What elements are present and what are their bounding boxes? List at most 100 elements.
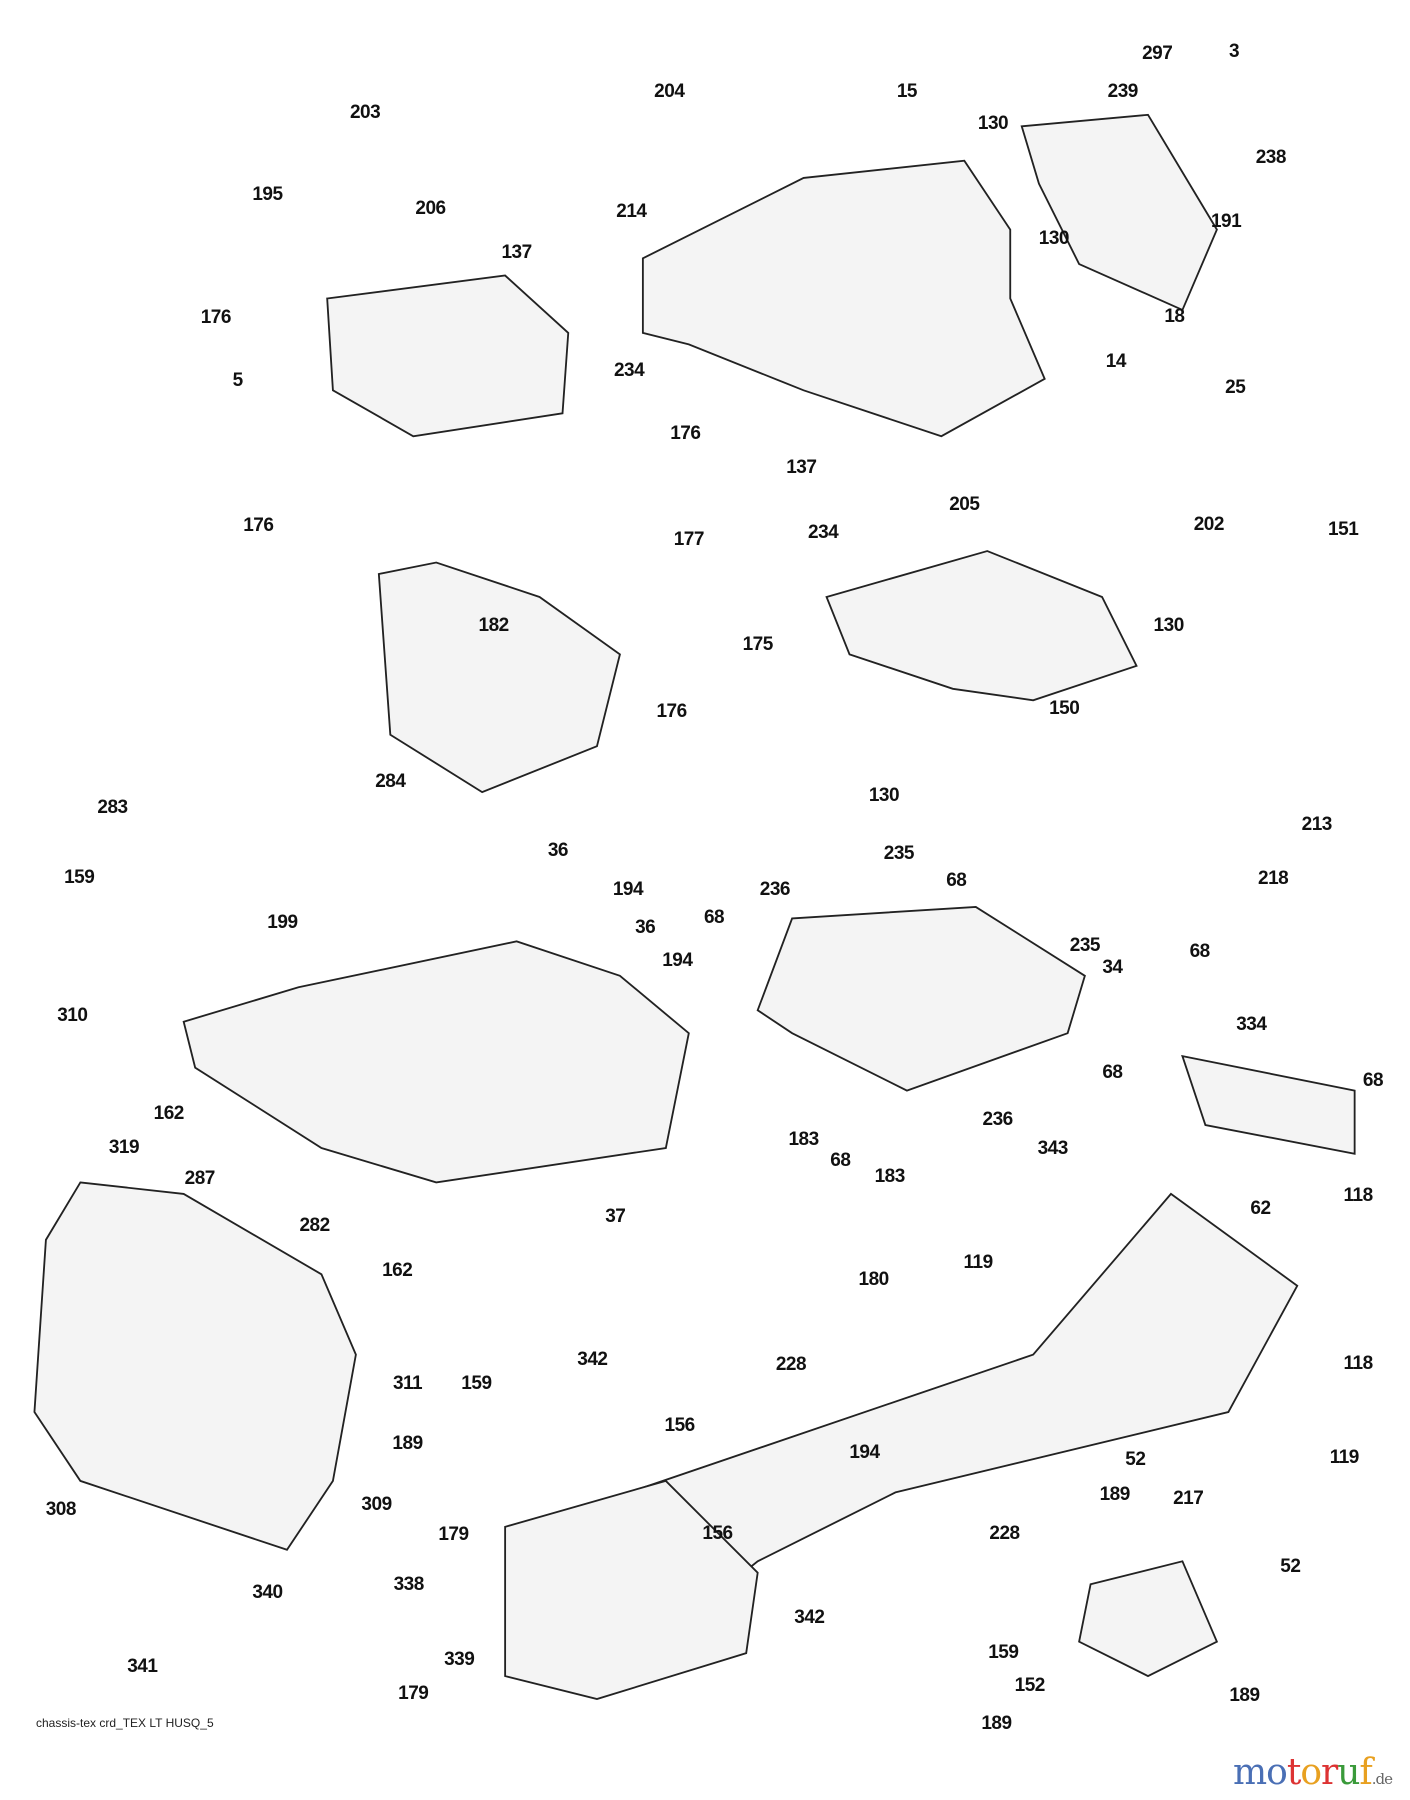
part-callout-175[interactable]: 175 [742, 634, 774, 656]
part-callout-342[interactable]: 342 [577, 1349, 608, 1371]
part-callout-228[interactable]: 228 [775, 1353, 807, 1375]
part-callout-68[interactable]: 68 [1189, 940, 1211, 962]
part-callout-150[interactable]: 150 [1049, 698, 1080, 720]
part-callout-343[interactable]: 343 [1037, 1138, 1069, 1160]
logo-letter: o [1300, 1752, 1322, 1793]
part-callout-189[interactable]: 189 [1099, 1483, 1131, 1505]
part-callout-179[interactable]: 179 [398, 1683, 429, 1705]
part-callout-217[interactable]: 217 [1173, 1488, 1204, 1510]
part-callout-239[interactable]: 239 [1107, 80, 1139, 102]
motoruf-logo[interactable]: motoruf.de [1233, 1752, 1393, 1793]
part-callout-68[interactable]: 68 [830, 1149, 851, 1171]
part-callout-152[interactable]: 152 [1014, 1675, 1046, 1697]
part-callout-162[interactable]: 162 [382, 1259, 413, 1281]
part-callout-15[interactable]: 15 [896, 80, 918, 102]
part-callout-284[interactable]: 284 [375, 770, 406, 792]
part-callout-310[interactable]: 310 [57, 1004, 88, 1026]
part-callout-189[interactable]: 189 [1229, 1684, 1260, 1706]
part-callout-176[interactable]: 176 [243, 514, 274, 536]
part-callout-194[interactable]: 194 [612, 878, 644, 900]
part-callout-228[interactable]: 228 [989, 1522, 1020, 1544]
part-callout-118[interactable]: 118 [1343, 1352, 1374, 1374]
part-callout-342[interactable]: 342 [794, 1606, 825, 1628]
part-callout-191[interactable]: 191 [1210, 210, 1242, 232]
part-callout-308[interactable]: 308 [45, 1498, 77, 1520]
part-callout-282[interactable]: 282 [299, 1215, 330, 1237]
part-callout-205[interactable]: 205 [949, 494, 980, 516]
part-callout-176[interactable]: 176 [656, 700, 687, 722]
part-callout-5[interactable]: 5 [232, 370, 244, 392]
part-callout-68[interactable]: 68 [1362, 1070, 1384, 1092]
part-callout-203[interactable]: 203 [349, 101, 381, 123]
part-callout-68[interactable]: 68 [946, 869, 967, 891]
part-callout-130[interactable]: 130 [868, 784, 900, 806]
part-callout-62[interactable]: 62 [1250, 1197, 1271, 1219]
part-callout-3[interactable]: 3 [1229, 40, 1240, 62]
part-callout-339[interactable]: 339 [444, 1649, 475, 1670]
part-callout-283[interactable]: 283 [97, 797, 128, 819]
part-callout-297[interactable]: 297 [1142, 42, 1173, 64]
part-callout-176[interactable]: 176 [200, 306, 232, 328]
part-callout-130[interactable]: 130 [977, 112, 1009, 134]
part-callout-137[interactable]: 137 [501, 241, 532, 263]
part-callout-234[interactable]: 234 [808, 521, 839, 543]
part-callout-119[interactable]: 119 [1329, 1446, 1360, 1468]
part-callout-130[interactable]: 130 [1038, 227, 1070, 249]
part-callout-159[interactable]: 159 [64, 867, 95, 889]
part-callout-156[interactable]: 156 [702, 1522, 733, 1544]
part-callout-52[interactable]: 52 [1125, 1449, 1146, 1471]
part-callout-34[interactable]: 34 [1102, 956, 1123, 978]
part-callout-183[interactable]: 183 [788, 1128, 819, 1150]
part-callout-218[interactable]: 218 [1258, 868, 1289, 890]
part-callout-311[interactable]: 311 [392, 1373, 423, 1395]
part-callout-118[interactable]: 118 [1343, 1185, 1374, 1207]
part-callout-130[interactable]: 130 [1153, 614, 1185, 636]
part-callout-319[interactable]: 319 [108, 1137, 140, 1158]
part-callout-68[interactable]: 68 [1102, 1062, 1123, 1084]
part-callout-338[interactable]: 338 [393, 1574, 425, 1596]
part-callout-340[interactable]: 340 [252, 1582, 283, 1604]
part-callout-202[interactable]: 202 [1193, 513, 1225, 535]
part-callout-179[interactable]: 179 [438, 1523, 469, 1545]
part-callout-206[interactable]: 206 [415, 197, 446, 219]
part-callout-195[interactable]: 195 [252, 184, 283, 206]
part-callout-235[interactable]: 235 [1069, 934, 1101, 956]
part-callout-176[interactable]: 176 [670, 422, 701, 444]
part-callout-194[interactable]: 194 [662, 949, 693, 971]
part-callout-236[interactable]: 236 [759, 878, 791, 900]
part-callout-189[interactable]: 189 [392, 1433, 423, 1455]
part-callout-214[interactable]: 214 [616, 201, 647, 223]
part-callout-234[interactable]: 234 [613, 359, 645, 381]
part-callout-68[interactable]: 68 [703, 907, 725, 929]
part-callout-137[interactable]: 137 [786, 457, 817, 479]
part-callout-238[interactable]: 238 [1255, 147, 1287, 169]
part-callout-334[interactable]: 334 [1236, 1014, 1267, 1036]
part-callout-159[interactable]: 159 [988, 1642, 1019, 1664]
part-callout-180[interactable]: 180 [858, 1269, 890, 1291]
part-callout-25[interactable]: 25 [1225, 377, 1246, 399]
part-callout-14[interactable]: 14 [1105, 350, 1127, 372]
part-callout-189[interactable]: 189 [981, 1713, 1012, 1735]
part-callout-119[interactable]: 119 [963, 1251, 994, 1273]
part-callout-156[interactable]: 156 [664, 1414, 696, 1436]
part-callout-159[interactable]: 159 [461, 1373, 492, 1395]
part-callout-182[interactable]: 182 [478, 614, 510, 636]
part-callout-36[interactable]: 36 [635, 916, 656, 938]
part-callout-183[interactable]: 183 [874, 1165, 906, 1187]
part-callout-162[interactable]: 162 [153, 1102, 185, 1124]
part-callout-151[interactable]: 151 [1328, 519, 1359, 541]
part-callout-341[interactable]: 341 [127, 1655, 158, 1677]
part-callout-213[interactable]: 213 [1301, 814, 1333, 836]
part-callout-204[interactable]: 204 [654, 80, 685, 102]
part-callout-36[interactable]: 36 [547, 839, 569, 861]
part-callout-52[interactable]: 52 [1280, 1556, 1301, 1578]
part-callout-287[interactable]: 287 [184, 1167, 216, 1189]
part-callout-194[interactable]: 194 [849, 1442, 880, 1464]
part-callout-37[interactable]: 37 [605, 1205, 626, 1227]
part-callout-177[interactable]: 177 [673, 528, 705, 550]
part-callout-235[interactable]: 235 [883, 843, 915, 865]
part-callout-199[interactable]: 199 [267, 911, 298, 933]
part-callout-236[interactable]: 236 [982, 1109, 1014, 1131]
part-callout-18[interactable]: 18 [1164, 305, 1185, 327]
part-callout-309[interactable]: 309 [361, 1494, 392, 1516]
